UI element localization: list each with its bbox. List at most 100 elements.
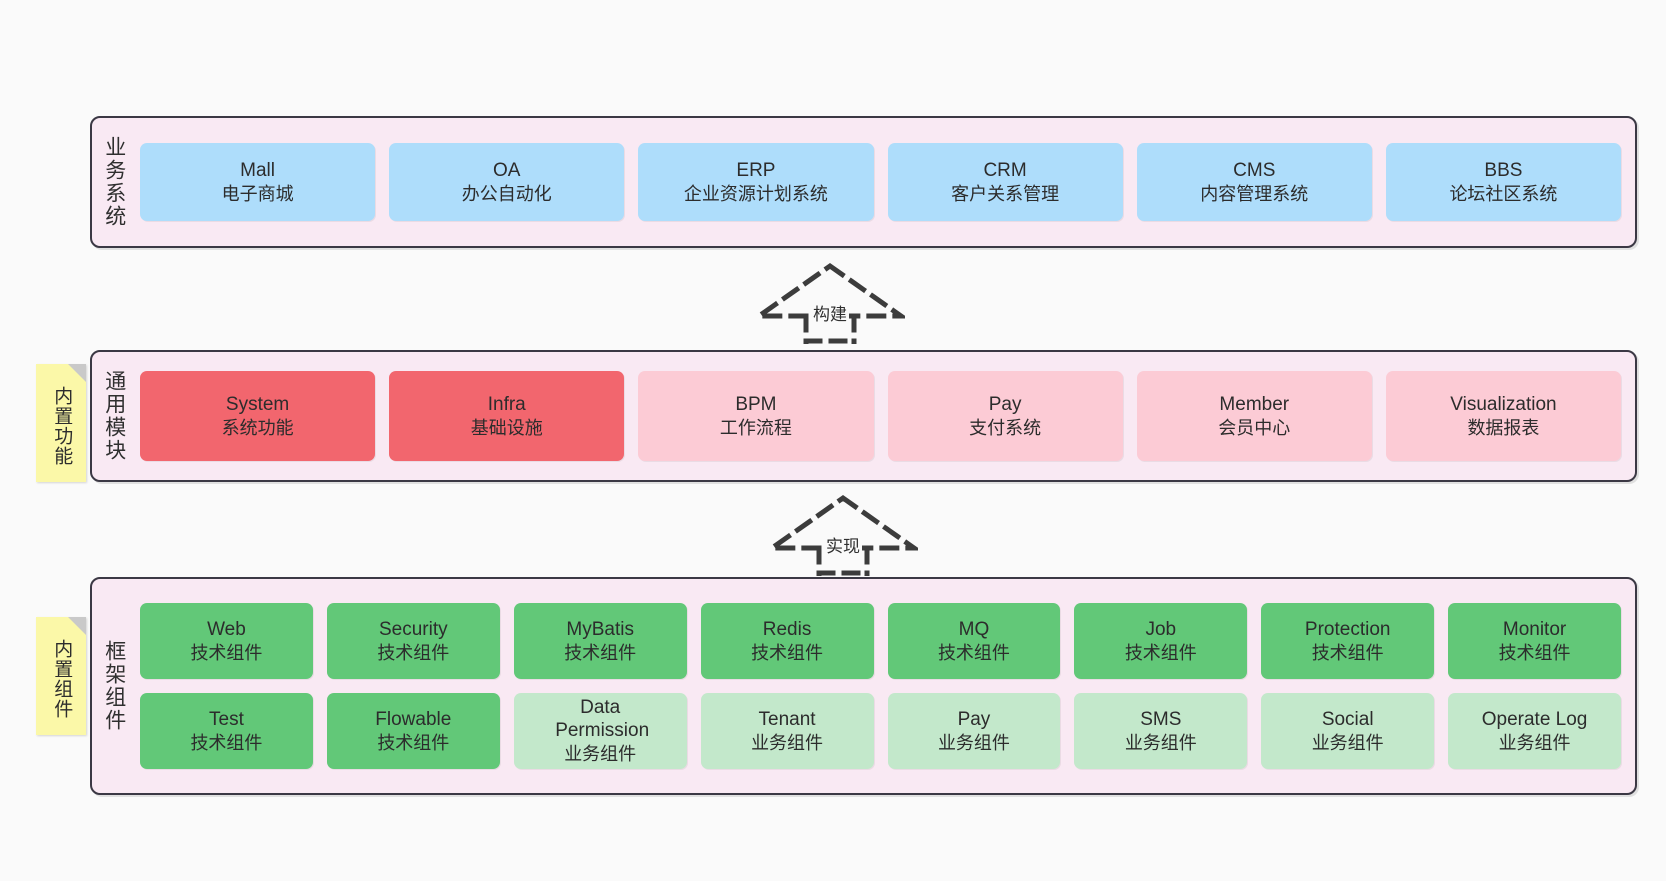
node-job[interactable]: Job 技术组件 xyxy=(1074,603,1248,679)
node-subtitle: 技术组件 xyxy=(1311,642,1384,663)
connector-build-label: 构建 xyxy=(811,300,849,325)
node-title: System xyxy=(225,393,290,415)
node-subtitle: 论坛社区系统 xyxy=(1449,183,1558,204)
sticky-note-builtin-features: 内置功能 xyxy=(36,364,86,482)
layer-body-business-systems: Mall 电子商城 OA 办公自动化 ERP 企业资源计划系统 CRM 客户关系… xyxy=(136,118,1635,246)
framework-row-business: Test 技术组件 Flowable 技术组件 Data Permission … xyxy=(140,693,1621,769)
node-security[interactable]: Security 技术组件 xyxy=(326,603,500,679)
node-sms[interactable]: SMS 业务组件 xyxy=(1074,693,1248,769)
layer-body-common-modules: System 系统功能 Infra 基础设施 BPM 工作流程 Pay 支付系统… xyxy=(136,352,1635,480)
node-title: Tenant xyxy=(758,708,816,730)
layer-label-framework-components: 框架组件 xyxy=(102,640,126,732)
node-redis[interactable]: Redis 技术组件 xyxy=(700,603,874,679)
node-subtitle: 技术组件 xyxy=(377,732,450,753)
node-test[interactable]: Test 技术组件 xyxy=(140,693,313,769)
node-subtitle: 业务组件 xyxy=(1124,732,1197,753)
node-subtitle: 业务组件 xyxy=(1498,732,1571,753)
node-title: Operate Log xyxy=(1481,708,1588,730)
node-subtitle: 会员中心 xyxy=(1218,417,1291,438)
node-title: Mall xyxy=(240,159,275,181)
node-title: Job xyxy=(1145,618,1177,640)
node-title: ERP xyxy=(736,159,776,181)
layer-business-systems: 业务系统 Mall 电子商城 OA 办公自动化 ERP 企业资源计划系统 CRM… xyxy=(90,116,1637,248)
node-subtitle: 业务组件 xyxy=(1311,732,1384,753)
node-subtitle: 业务组件 xyxy=(564,743,637,764)
sticky-note-builtin-components: 内置组件 xyxy=(36,617,86,735)
sticky-note-text: 内置功能 xyxy=(51,386,73,466)
node-title: Pay xyxy=(957,708,991,730)
node-cms[interactable]: CMS 内容管理系统 xyxy=(1136,143,1372,221)
node-title: Flowable xyxy=(375,708,452,730)
node-subtitle: 支付系统 xyxy=(969,417,1042,438)
node-system[interactable]: System 系统功能 xyxy=(140,371,376,461)
node-subtitle: 企业资源计划系统 xyxy=(683,183,828,204)
node-data-permission[interactable]: Data Permission 业务组件 xyxy=(513,693,687,769)
connector-build: 构建 xyxy=(755,262,905,344)
framework-row-technical: Web 技术组件 Security 技术组件 MyBatis 技术组件 Redi… xyxy=(140,603,1621,679)
node-crm[interactable]: CRM 客户关系管理 xyxy=(887,143,1123,221)
node-infra[interactable]: Infra 基础设施 xyxy=(389,371,625,461)
layer-body-framework-components: Web 技术组件 Security 技术组件 MyBatis 技术组件 Redi… xyxy=(136,579,1635,793)
node-subtitle: 技术组件 xyxy=(751,642,824,663)
node-operate-log[interactable]: Operate Log 业务组件 xyxy=(1448,693,1621,769)
node-social[interactable]: Social 业务组件 xyxy=(1261,693,1435,769)
node-bbs[interactable]: BBS 论坛社区系统 xyxy=(1385,143,1622,221)
node-tenant[interactable]: Tenant 业务组件 xyxy=(700,693,874,769)
node-title: Protection xyxy=(1304,618,1391,640)
node-title: SMS xyxy=(1140,708,1182,730)
sticky-fold-icon xyxy=(68,617,86,635)
node-title: Visualization xyxy=(1450,393,1557,415)
node-subtitle: 基础设施 xyxy=(470,417,543,438)
node-subtitle: 电子商城 xyxy=(221,183,294,204)
node-oa[interactable]: OA 办公自动化 xyxy=(389,143,625,221)
node-title: Redis xyxy=(762,618,812,640)
node-title: MQ xyxy=(958,618,990,640)
node-subtitle: 技术组件 xyxy=(190,732,263,753)
node-subtitle: 客户关系管理 xyxy=(951,183,1060,204)
node-title: Web xyxy=(207,618,246,640)
node-subtitle: 技术组件 xyxy=(1124,642,1197,663)
node-mybatis[interactable]: MyBatis 技术组件 xyxy=(513,603,687,679)
node-subtitle: 技术组件 xyxy=(564,642,637,663)
node-subtitle: 办公自动化 xyxy=(461,183,552,204)
node-monitor[interactable]: Monitor 技术组件 xyxy=(1448,603,1621,679)
node-title: Member xyxy=(1219,393,1290,415)
node-mq[interactable]: MQ 技术组件 xyxy=(887,603,1061,679)
node-subtitle: 系统功能 xyxy=(221,417,294,438)
node-member[interactable]: Member 会员中心 xyxy=(1136,371,1372,461)
node-bpm[interactable]: BPM 工作流程 xyxy=(638,371,874,461)
node-subtitle: 内容管理系统 xyxy=(1200,183,1309,204)
node-title: OA xyxy=(493,159,521,181)
node-subtitle: 工作流程 xyxy=(719,417,792,438)
layer-common-modules: 通用模块 System 系统功能 Infra 基础设施 BPM 工作流程 Pay… xyxy=(90,350,1637,482)
node-subtitle: 数据报表 xyxy=(1467,417,1540,438)
node-flowable[interactable]: Flowable 技术组件 xyxy=(326,693,500,769)
node-subtitle: 技术组件 xyxy=(190,642,263,663)
node-title: Test xyxy=(209,708,244,730)
connector-implement-label: 实现 xyxy=(824,532,862,557)
node-visualization[interactable]: Visualization 数据报表 xyxy=(1385,371,1622,461)
node-erp[interactable]: ERP 企业资源计划系统 xyxy=(638,143,874,221)
node-title: Social xyxy=(1321,708,1374,730)
node-title: MyBatis xyxy=(566,618,634,640)
node-pay[interactable]: Pay 支付系统 xyxy=(887,371,1123,461)
node-protection[interactable]: Protection 技术组件 xyxy=(1261,603,1435,679)
node-web[interactable]: Web 技术组件 xyxy=(140,603,313,679)
node-pay-component[interactable]: Pay 业务组件 xyxy=(887,693,1061,769)
sticky-note-text: 内置组件 xyxy=(51,639,73,719)
node-title: Data Permission xyxy=(555,696,650,741)
node-subtitle: 技术组件 xyxy=(377,642,450,663)
node-subtitle: 业务组件 xyxy=(751,732,824,753)
layer-framework-components: 框架组件 Web 技术组件 Security 技术组件 MyBatis 技术组件… xyxy=(90,577,1637,795)
node-mall[interactable]: Mall 电子商城 xyxy=(140,143,376,221)
node-title: Security xyxy=(378,618,448,640)
node-title: BBS xyxy=(1484,159,1523,181)
node-subtitle: 业务组件 xyxy=(937,732,1010,753)
node-subtitle: 技术组件 xyxy=(1498,642,1571,663)
node-subtitle: 技术组件 xyxy=(937,642,1010,663)
node-title: Pay xyxy=(988,393,1022,415)
node-title: Infra xyxy=(487,393,526,415)
node-title: Monitor xyxy=(1502,618,1567,640)
layer-label-business-systems: 业务系统 xyxy=(102,136,126,228)
node-title: BPM xyxy=(735,393,777,415)
